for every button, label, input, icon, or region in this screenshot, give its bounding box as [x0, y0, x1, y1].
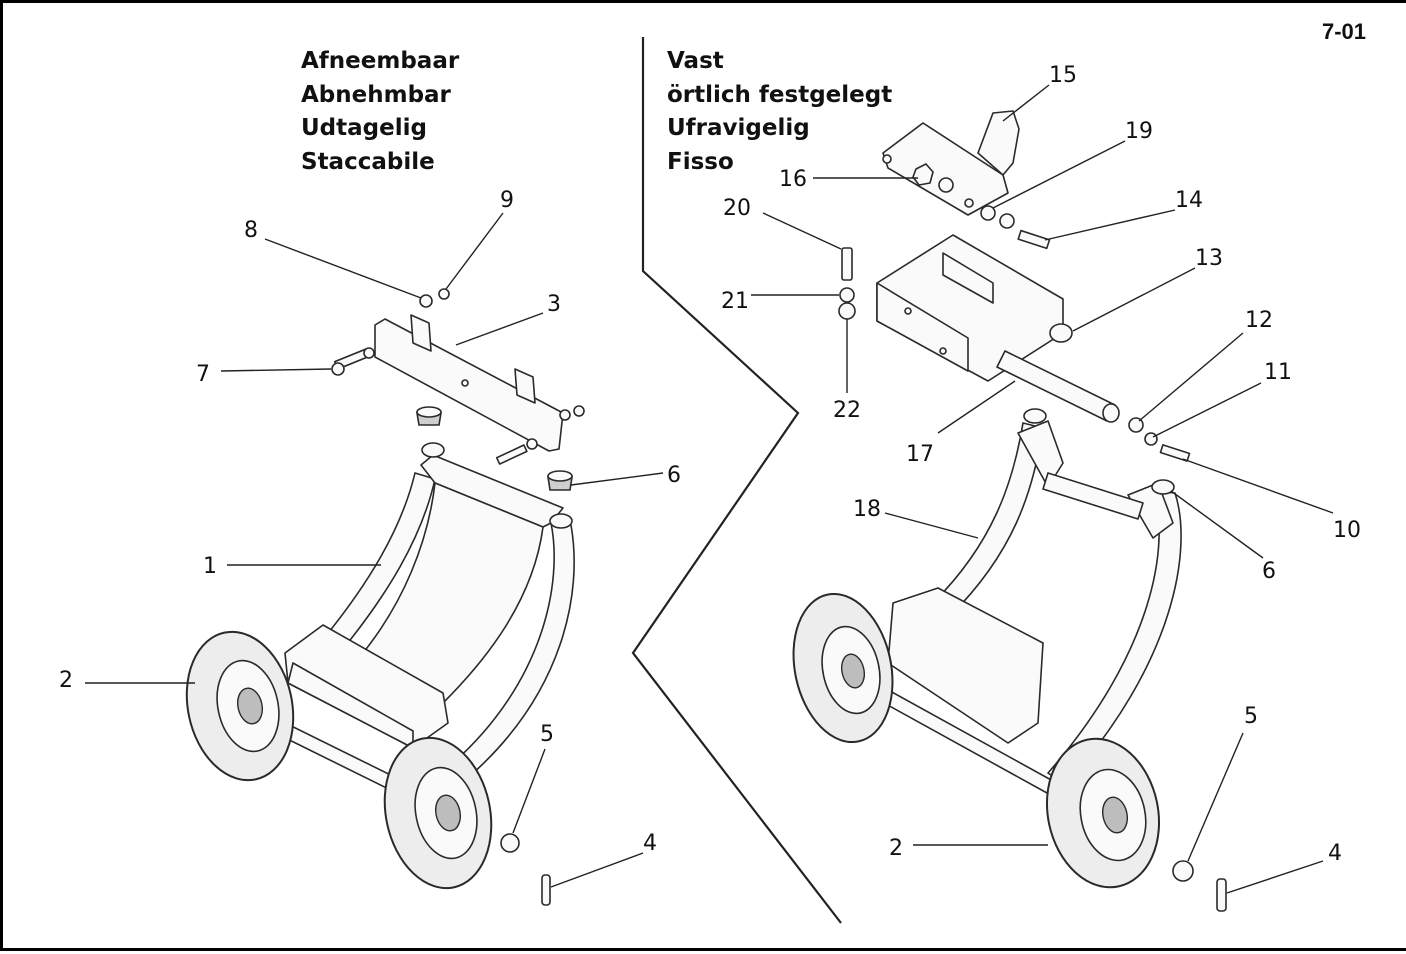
right-bolts-and-washers — [838, 163, 1227, 912]
right-variant-title: Vast örtlich festgelegt Ufravigelig Fiss… — [667, 45, 892, 179]
right-title-line: Vast — [667, 48, 724, 74]
callout-2: 2 — [889, 836, 903, 861]
callout-20: 20 — [723, 196, 751, 221]
callout-13: 13 — [1195, 246, 1223, 271]
callout-18: 18 — [853, 497, 881, 522]
right-wheel-rear — [792, 592, 894, 744]
callout-3: 3 — [547, 292, 561, 317]
left-trolley-frame — [284, 442, 575, 776]
callout-12: 12 — [1245, 308, 1273, 333]
left-leader-lines — [85, 212, 664, 888]
callout-1: 1 — [203, 554, 217, 579]
right-pin-shaft — [996, 350, 1120, 423]
callout-4: 4 — [1328, 841, 1342, 866]
right-trolley-frame — [887, 408, 1182, 786]
callout-9: 9 — [500, 188, 514, 213]
left-title-line: Staccabile — [301, 148, 435, 175]
callout-7: 7 — [196, 362, 210, 387]
callout-14: 14 — [1175, 188, 1203, 213]
callout-16: 16 — [779, 167, 807, 192]
left-wheel-front — [383, 736, 493, 890]
callout-8: 8 — [244, 218, 258, 243]
callout-17: 17 — [906, 442, 934, 467]
callout-21: 21 — [721, 289, 749, 314]
callout-10: 10 — [1333, 518, 1361, 543]
right-leader-lines — [751, 84, 1334, 894]
variant-divider-line — [631, 37, 842, 924]
right-clamp-housing — [876, 234, 1073, 382]
callout-19: 19 — [1125, 119, 1153, 144]
sheet-number: 7-01 — [1321, 19, 1366, 44]
right-title-line: Ufravigelig — [667, 115, 810, 141]
right-title-line: Fisso — [667, 148, 734, 175]
callout-5: 5 — [1244, 704, 1258, 729]
exploded-parts-drawing: 9 8 3 7 6 1 2 5 4 — [59, 37, 1361, 924]
callout-2: 2 — [59, 668, 73, 693]
left-title-line: Udtagelig — [301, 115, 427, 141]
right-wheel-front — [1045, 737, 1161, 889]
right-callout-labels: 15 19 16 14 20 13 21 12 11 22 17 10 18 6… — [721, 63, 1361, 866]
right-top-bracket — [882, 110, 1020, 216]
left-mounting-bracket — [374, 314, 564, 452]
left-title-line: Afneembaar — [301, 48, 460, 74]
callout-5: 5 — [540, 722, 554, 747]
left-title-line: Abnehmbar — [301, 81, 451, 108]
callout-6: 6 — [1262, 559, 1276, 584]
left-variant-title: Afneembaar Abnehmbar Udtagelig Staccabil… — [301, 45, 459, 179]
left-wheel-rear — [185, 630, 295, 782]
left-bolts-and-washers — [331, 288, 585, 906]
right-title-line: örtlich festgelegt — [667, 81, 893, 108]
callout-22: 22 — [833, 398, 861, 423]
left-plug-caps — [416, 406, 573, 491]
callout-11: 11 — [1264, 360, 1292, 385]
callout-6: 6 — [667, 463, 681, 488]
callout-15: 15 — [1049, 63, 1077, 88]
callout-4: 4 — [643, 831, 657, 856]
left-callout-labels: 9 8 3 7 6 1 2 5 4 — [59, 188, 681, 856]
